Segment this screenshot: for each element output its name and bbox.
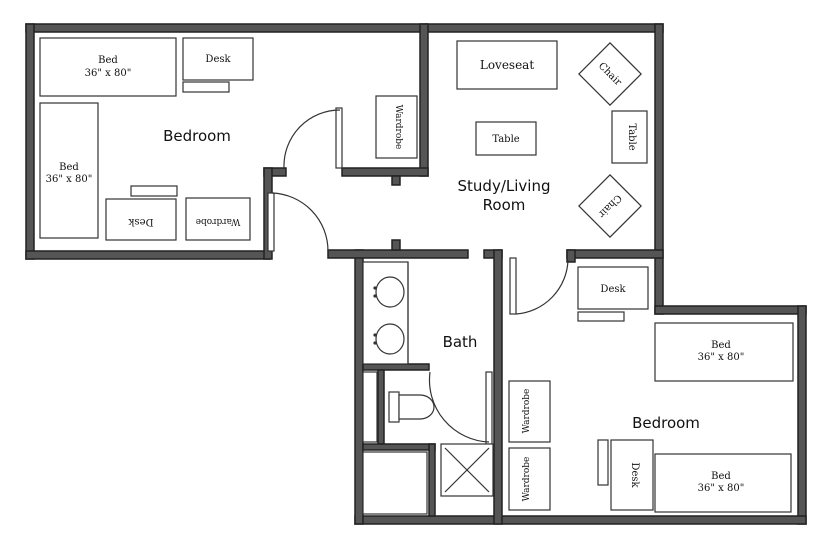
bed-1-label: Bed [98,55,118,66]
closet-bath [362,371,428,515]
wardrobe-4-label: Wardrobe [522,457,532,502]
desk-1-label: Desk [205,54,231,65]
table-2-label: Table [626,123,637,150]
wardrobe-1-label: Wardrobe [196,216,241,226]
desk-3-label: Desk [600,284,626,295]
wardrobe-2: Wardrobe [375,95,418,159]
chair-2: Chair [578,174,642,238]
room-label-bedroom-bottom: Bedroom [632,414,700,432]
desk-1-chair [182,81,230,93]
desk-2-chair [130,185,178,197]
bed-2: Bed 36" x 80" [39,102,99,239]
desk-3-chair [577,311,625,322]
door-leaf-1 [335,107,343,169]
bed-3-size: 36" x 80" [698,352,745,363]
loveseat: Loveseat [456,40,558,90]
wardrobe-2-label: Wardrobe [393,105,403,150]
bed-2-label: Bed [59,162,79,173]
room-label-bath: Bath [443,333,478,351]
room-label-study-2: Room [483,196,526,214]
door-swing-2 [271,192,329,252]
room-label-bedroom-top: Bedroom [163,127,231,145]
desk-1: Desk [182,37,254,93]
sink-counter [362,261,409,365]
bed-3: Bed 36" x 80" [654,322,794,382]
wardrobe-4: Wardrobe [508,447,551,511]
bed-4: Bed 36" x 80" [654,453,792,513]
sink-1 [375,276,405,308]
desk-2: Desk [105,185,178,241]
bed-4-label: Bed [711,471,731,482]
bed-3-label: Bed [711,340,731,351]
desk-4-chair [597,439,609,486]
table-2: Table [611,110,648,164]
table-1: Table [475,121,537,156]
chair-1: Chair [578,42,642,106]
sink-2 [375,323,405,355]
bed-1-size: 36" x 80" [85,68,132,79]
toilet [388,391,435,423]
desk-2-label: Desk [128,216,154,227]
wardrobe-1: Wardrobe [185,197,251,241]
door-swing-4 [428,371,490,443]
desk-4: Desk [597,439,654,511]
bed-2-size: 36" x 80" [46,174,93,185]
door-leaf-4 [485,371,493,445]
door-swing-1 [283,109,341,169]
bed-4-size: 36" x 80" [698,483,745,494]
loveseat-label: Loveseat [480,58,534,72]
room-label-study-1: Study/Living [458,177,551,195]
door-leaf-3 [509,257,517,315]
bed-1: Bed 36" x 80" [39,37,177,97]
wardrobe-3: Wardrobe [508,380,551,443]
doors [267,107,569,445]
desk-4-label: Desk [629,462,640,488]
wardrobe-3-label: Wardrobe [522,389,532,434]
desk-3: Desk [577,266,649,322]
door-swing-3 [515,259,569,315]
table-1-label: Table [492,134,519,145]
shower [440,443,494,497]
door-leaf-2 [267,192,275,252]
